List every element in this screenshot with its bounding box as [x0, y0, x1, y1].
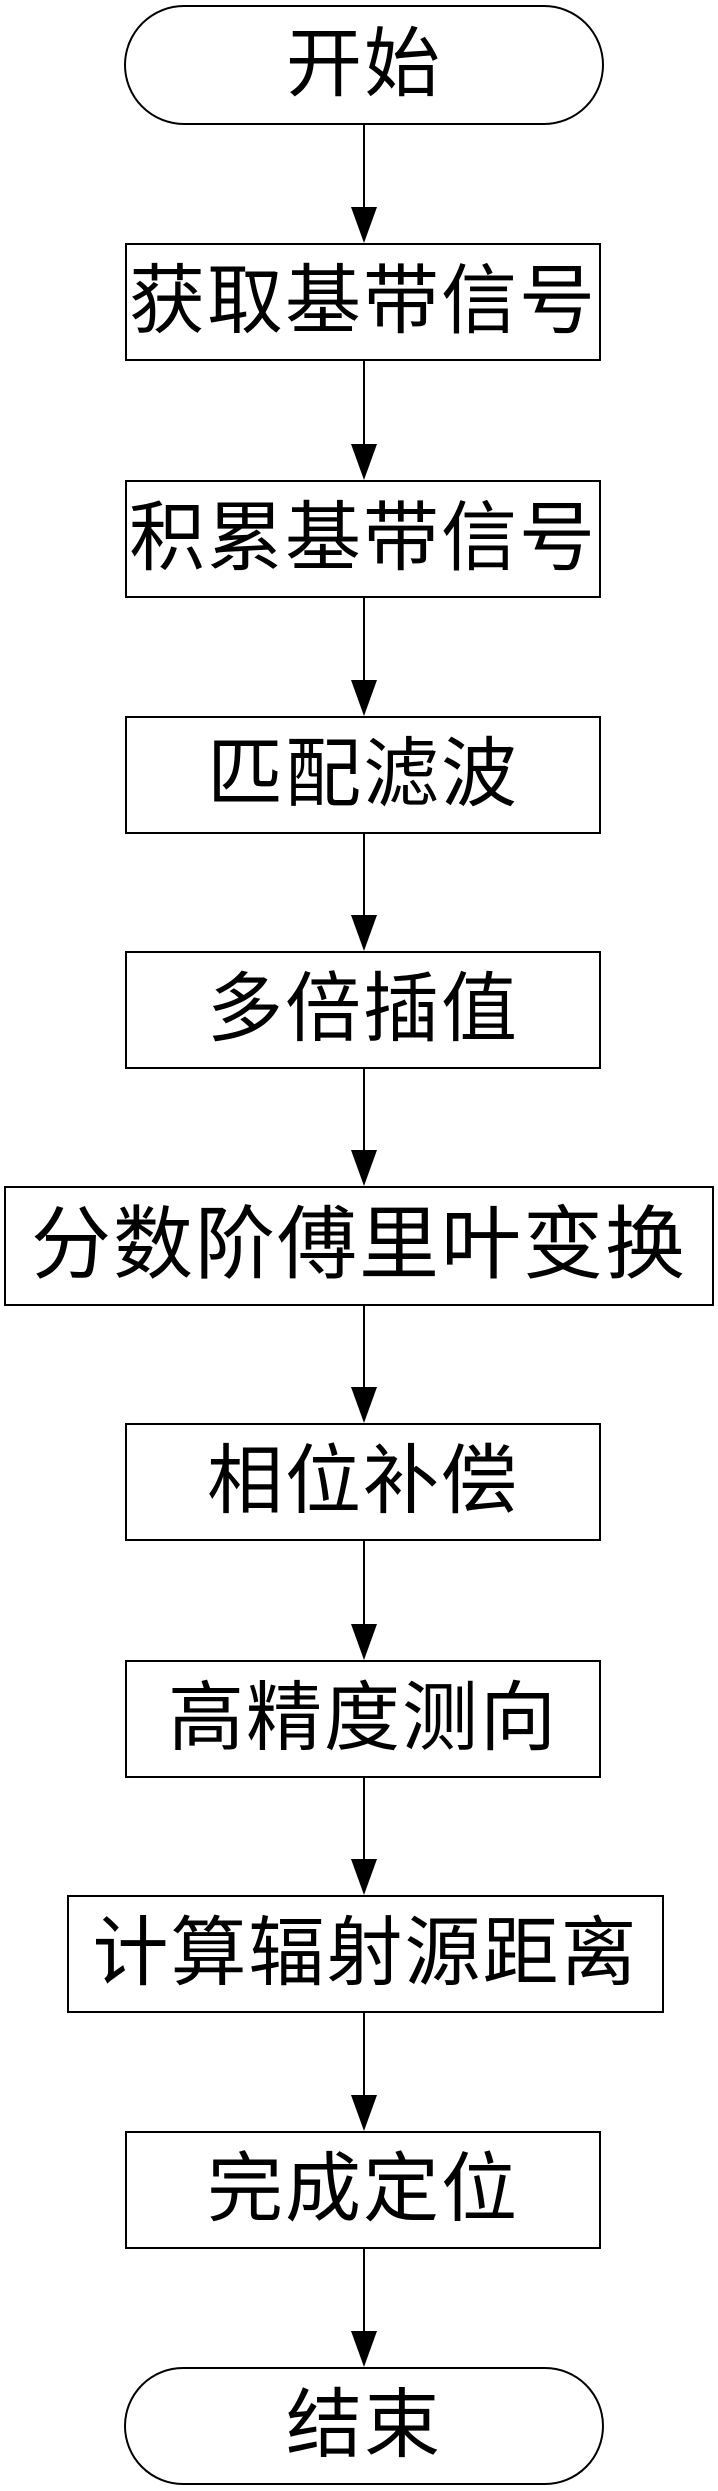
- flow-arrow-7: [351, 1541, 377, 1660]
- flow-arrow-3: [351, 598, 377, 716]
- arrow-shaft: [363, 2249, 365, 2331]
- flow-arrow-9: [351, 2013, 377, 2131]
- down-arrowhead-icon: [351, 2095, 377, 2131]
- node-start-terminator: 开始: [124, 5, 604, 125]
- arrow-shaft: [363, 834, 365, 915]
- node-high-precision-direction-finding: 高精度测向: [125, 1660, 601, 1778]
- down-arrowhead-icon: [351, 2331, 377, 2367]
- flow-arrow-2: [351, 361, 377, 480]
- arrow-shaft: [363, 1541, 365, 1624]
- arrow-shaft: [363, 1778, 365, 1859]
- node-fractional-fourier-transform: 分数阶傅里叶变换: [4, 1186, 714, 1306]
- arrow-shaft: [363, 598, 365, 680]
- node-matched-filter: 匹配滤波: [125, 716, 601, 834]
- flow-arrow-4: [351, 834, 377, 951]
- arrow-shaft: [363, 1306, 365, 1387]
- flow-arrow-10: [351, 2249, 377, 2367]
- down-arrowhead-icon: [351, 444, 377, 480]
- node-complete-positioning: 完成定位: [125, 2131, 601, 2249]
- arrow-shaft: [363, 2013, 365, 2095]
- down-arrowhead-icon: [351, 1150, 377, 1186]
- node-phase-compensation: 相位补偿: [125, 1423, 601, 1541]
- down-arrowhead-icon: [351, 1387, 377, 1423]
- down-arrowhead-icon: [351, 1624, 377, 1660]
- down-arrowhead-icon: [351, 680, 377, 716]
- flow-arrow-6: [351, 1306, 377, 1423]
- node-accumulate-baseband: 积累基带信号: [125, 480, 601, 598]
- node-multiple-interpolation: 多倍插值: [125, 951, 601, 1069]
- flow-arrow-8: [351, 1778, 377, 1895]
- down-arrowhead-icon: [351, 207, 377, 243]
- flow-arrow-5: [351, 1069, 377, 1186]
- node-acquire-baseband: 获取基带信号: [125, 243, 601, 361]
- down-arrowhead-icon: [351, 1859, 377, 1895]
- down-arrowhead-icon: [351, 915, 377, 951]
- arrow-shaft: [363, 361, 365, 444]
- node-calculate-source-distance: 计算辐射源距离: [67, 1895, 664, 2013]
- arrow-shaft: [363, 125, 365, 207]
- arrow-shaft: [363, 1069, 365, 1150]
- flow-arrow-1: [351, 125, 377, 243]
- node-end-terminator: 结束: [124, 2367, 604, 2485]
